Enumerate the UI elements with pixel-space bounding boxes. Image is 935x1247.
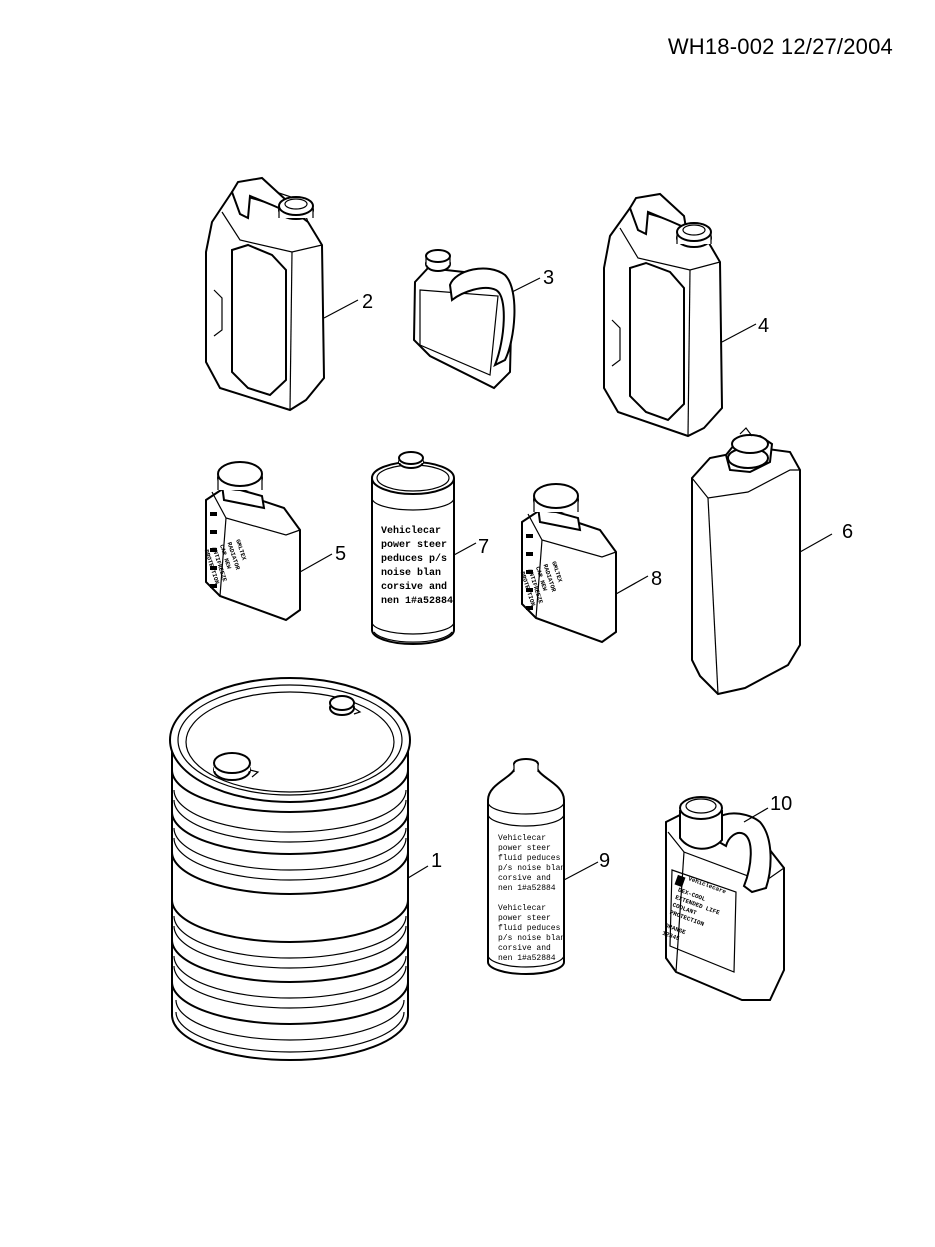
part-5-bottle: GMLTEX RADIATOR CAR NEW ANTIFREEZE PROTE… [203,461,333,622]
callout-7: 7 [478,536,489,558]
can7-label-line: power steer [381,540,447,551]
can7-label-line: noise blan [381,567,441,579]
part-9-can: Vehiclecar power steer fluid peduces p/s… [487,758,599,975]
callout-10: 10 [770,793,792,815]
can9-label-line: corsive and [498,944,551,953]
callout-4: 4 [758,315,769,337]
callout-8: 8 [651,568,662,590]
can7-label-line: corsive and [381,581,447,593]
callout-3: 3 [543,267,554,289]
can9-label-line: Vehiclecar [498,834,546,843]
can9-label-line: power steer [498,914,551,923]
callout-6: 6 [842,521,853,543]
part-1-drum [169,677,429,1061]
can9-label-line: power steer [498,844,551,853]
part-3-jug [412,249,541,390]
callout-9: 9 [599,850,610,872]
can9-label-line: p/s noise blan [498,934,565,943]
part-4-jug [603,192,757,438]
callout-1: 1 [431,850,442,872]
can9-label-line: nen 1#a52884 [498,954,556,963]
can7-label-line: peduces p/s [381,553,447,565]
can9-label-line: nen 1#a52884 [498,884,556,893]
can9-label-line: fluid peduces [498,854,561,863]
can9-label-line: corsive and [498,874,551,883]
part-10-jug: Vehiclecare DEX-COOL EXTENDED LIFE COOLA… [661,796,785,1001]
part-7-can: Vehiclecar power steer peduces p/s noise… [371,451,477,645]
part-8-bottle: GMLTEX RADIATOR CAR NEW ANTIFREEZE PROTE… [519,483,649,644]
can9-label-line: fluid peduces [498,924,561,933]
drawing-reference: WH18-002 12/27/2004 [667,34,893,59]
callout-5: 5 [335,543,346,565]
can7-label-line: nen 1#a52884 [381,596,453,607]
can9-label-line: p/s noise blan [498,864,565,873]
can7-label-line: Vehiclecar [381,525,441,537]
callout-2: 2 [362,291,373,313]
can9-label-line: Vehiclecar [498,904,546,913]
part-2-jug [205,176,359,412]
part-6-bottle [691,427,833,696]
